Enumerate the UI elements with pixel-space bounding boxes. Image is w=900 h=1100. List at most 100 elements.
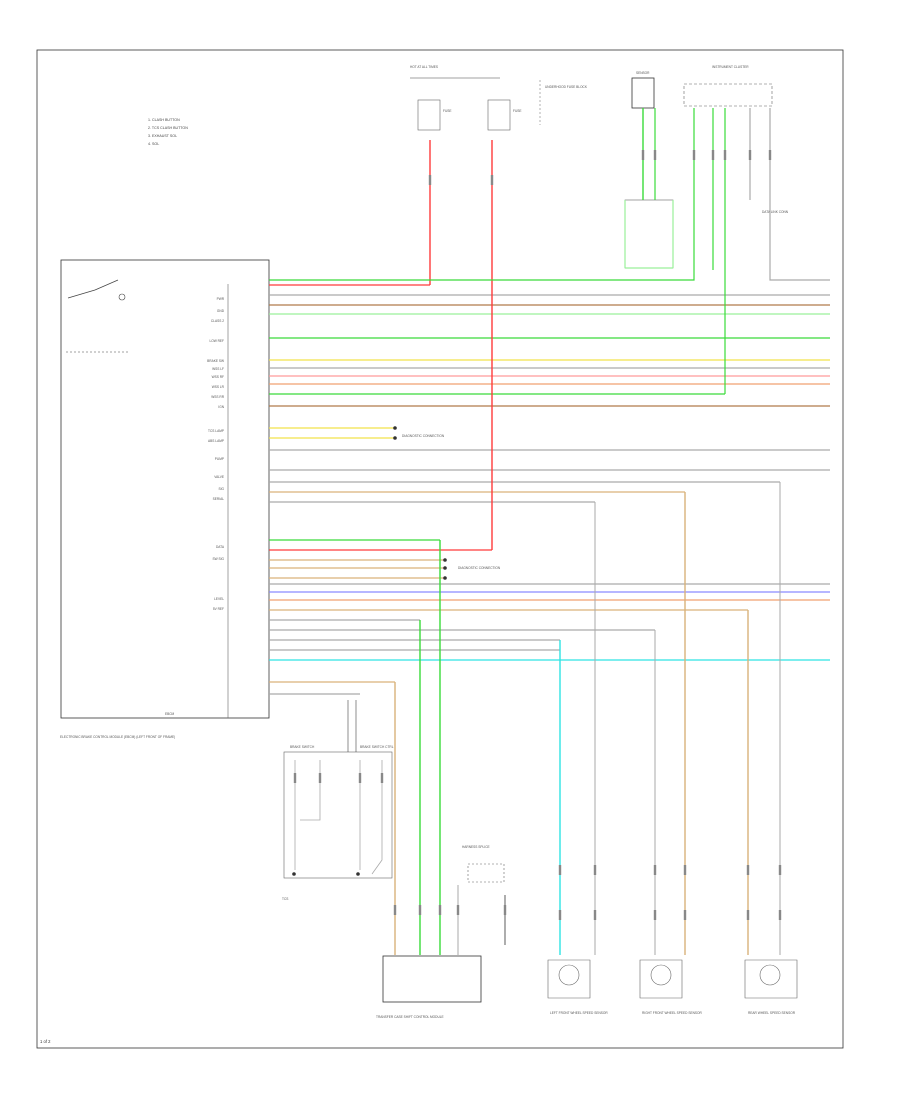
rf-sensor-label: RIGHT FRONT WHEEL SPEED SENSOR [642,1011,703,1015]
splice-dot-1 [393,426,397,430]
brake-switch-ctrl-label: BRAKE SWITCH CTRL [360,745,394,749]
upper-connector-pin-3 [692,150,696,160]
hot-label: HOT AT ALL TIMES [410,65,438,69]
splice-dot-3 [443,558,447,562]
ebcm-pin-label-13: PUMP [215,457,224,461]
transfer-connector-pin-4 [456,905,460,915]
ebcm-pin-label-18: SW SIG [212,557,224,561]
ebcm-pin-label-19: LEVEL [214,597,224,601]
transfer-case-module [382,955,482,1003]
upper-connector-pin-1 [641,150,645,160]
ebcm-pin-label-5: BRAKE SW [207,359,224,363]
sensor-lower-pin-3 [653,910,657,920]
transfer-connector-pin-5 [503,905,507,915]
brake-switch-pin-4 [380,773,384,783]
brake-sw-lead-4 [371,760,383,875]
ebcm-pin-label-15: SIG [219,487,225,491]
brake-switch-assembly: BRAKE SWITCH BRAKE SWITCH CTRL TCS [282,700,394,901]
underhood-label: UNDERHOOD FUSE BLOCK [545,85,588,89]
ebcm-pin-label-7: WSS RF [212,375,224,379]
sensor-connector-pin-3 [653,865,657,875]
sensor-lower-pin-4 [683,910,687,920]
note-4: 4. SOL [148,142,159,146]
ebcm-pin-labels: PWR GND CLASS 2 LOW REF BRAKE SW WSS LF WSS RF… [207,297,225,611]
transfer-connector-pin-2 [418,905,422,915]
tcs-label: TCS [282,897,288,901]
underhood-fuses: HOT AT ALL TIMES FUSE FUSE UNDERHOOD FUS… [410,65,588,131]
ebcm-pin-label-1: PWR [217,297,225,301]
fuse-left-label: FUSE [443,109,452,113]
upper-connector-pin-6 [748,150,752,160]
rr-sensor-label: REAR WHEEL SPEED SENSOR [748,1011,796,1015]
ebcm-pin-label-20: 5V REF [213,607,224,611]
transfer-connector-pin-1 [393,905,397,915]
diagram-frame [36,49,844,1049]
fuse-right [487,99,511,131]
cluster-label: INSTRUMENT CLUSTER [712,65,749,69]
transfer-case-label: TRANSFER CASE SHIFT CONTROL MODULE [376,1015,444,1019]
rr-wheel-sensor: REAR WHEEL SPEED SENSOR [744,959,798,1015]
splice-dot-2 [393,436,397,440]
sensor-lower-pin-1 [558,910,562,920]
splice-dot-4 [443,566,447,570]
cluster-feed-5 [769,108,830,281]
upper-connector-pin-4 [711,150,715,160]
ebcm-pin-label-17: DATA [216,545,225,549]
cluster-feed-1 [269,108,695,281]
sensor-lower-pin-5 [746,910,750,920]
ebcm-label: ELECTRONIC BRAKE CONTROL MODULE (EBCM) (… [60,735,175,739]
upper-connector-pin-2 [653,150,657,160]
sensor-connector-pin-5 [746,865,750,875]
ebcm-pin-label-12: ABS LAMP [208,439,224,443]
top-sensor-label: SENSOR [636,71,650,75]
ebcm-pin-label-14: VALVE [214,475,224,479]
brake-switch-pin-2 [318,773,322,783]
fuse-lead-pin-1 [428,175,432,185]
sensor-connector-pin-2 [593,865,597,875]
sensor-connector-pin-4 [683,865,687,875]
harness-splice-label: HARNESS SPLICE [462,845,490,849]
lf-sensor-label: LEFT FRONT WHEEL SPEED SENSOR [550,1011,608,1015]
brake-switch-pin-3 [358,773,362,783]
fuse-lead-pin-2 [490,175,494,185]
fuse-right-label: FUSE [513,109,522,113]
instrument-cluster [683,83,773,107]
ebcm-tag: EBCM [165,712,175,716]
sensor-lower-pin-6 [778,910,782,920]
note-2: 2. TCS CLASH BUTTON [148,126,188,130]
brake-sw-lead-2 [300,760,321,821]
transfer-connector-pin-3 [438,905,442,915]
splice-upper-label: DIAGNOSTIC CONNECTION [402,434,445,438]
upper-connector-pin-5 [723,150,727,160]
ebcm-pin-label-2: GND [217,309,225,313]
note-3: 3. EXHAUST SOL [148,134,177,138]
ebcm-pin-label-8: WSS LR [212,385,225,389]
ebcm-pin-label-16: SERIAL [213,497,225,501]
wire-harness [269,108,830,955]
brake-switch-label: BRAKE SWITCH [290,745,315,749]
splice-dot-5 [443,576,447,580]
ebcm-pin-label-4: LOW REF [209,339,224,343]
lf-wheel-sensor: LEFT FRONT WHEEL SPEED SENSOR [547,959,608,1015]
rf-wheel-sensor: RIGHT FRONT WHEEL SPEED SENSOR [639,959,703,1015]
sensor-connector-pin-6 [778,865,782,875]
data-link-block [624,199,674,269]
sensor-connector-pin-1 [558,865,562,875]
ebcm-pin-label-3: CLASS 2 [211,319,224,323]
ebcm-pin-label-11: TCS LAMP [208,429,224,433]
page-id: 1 of 2 [40,1039,51,1044]
sensor-lower-pin-2 [593,910,597,920]
ebcm-pin-label-6: WSS LF [212,367,224,371]
note-1: 1. CLASH BUTTON [148,118,180,122]
ebcm-pin-label-9: WSS RR [211,395,224,399]
ebcm-internal-switch [66,279,130,353]
top-sensor [631,77,655,109]
brake-switch-pin-1 [293,773,297,783]
harness-splice: HARNESS SPLICE [462,845,505,883]
ebcm-module [60,259,270,719]
data-link-label: DATA LINK CONN [762,210,789,214]
ebcm-pin-label-10: IGN [218,405,224,409]
splice-lower-label: DIAGNOSTIC CONNECTION [458,566,501,570]
upper-connector-pin-7 [768,150,772,160]
